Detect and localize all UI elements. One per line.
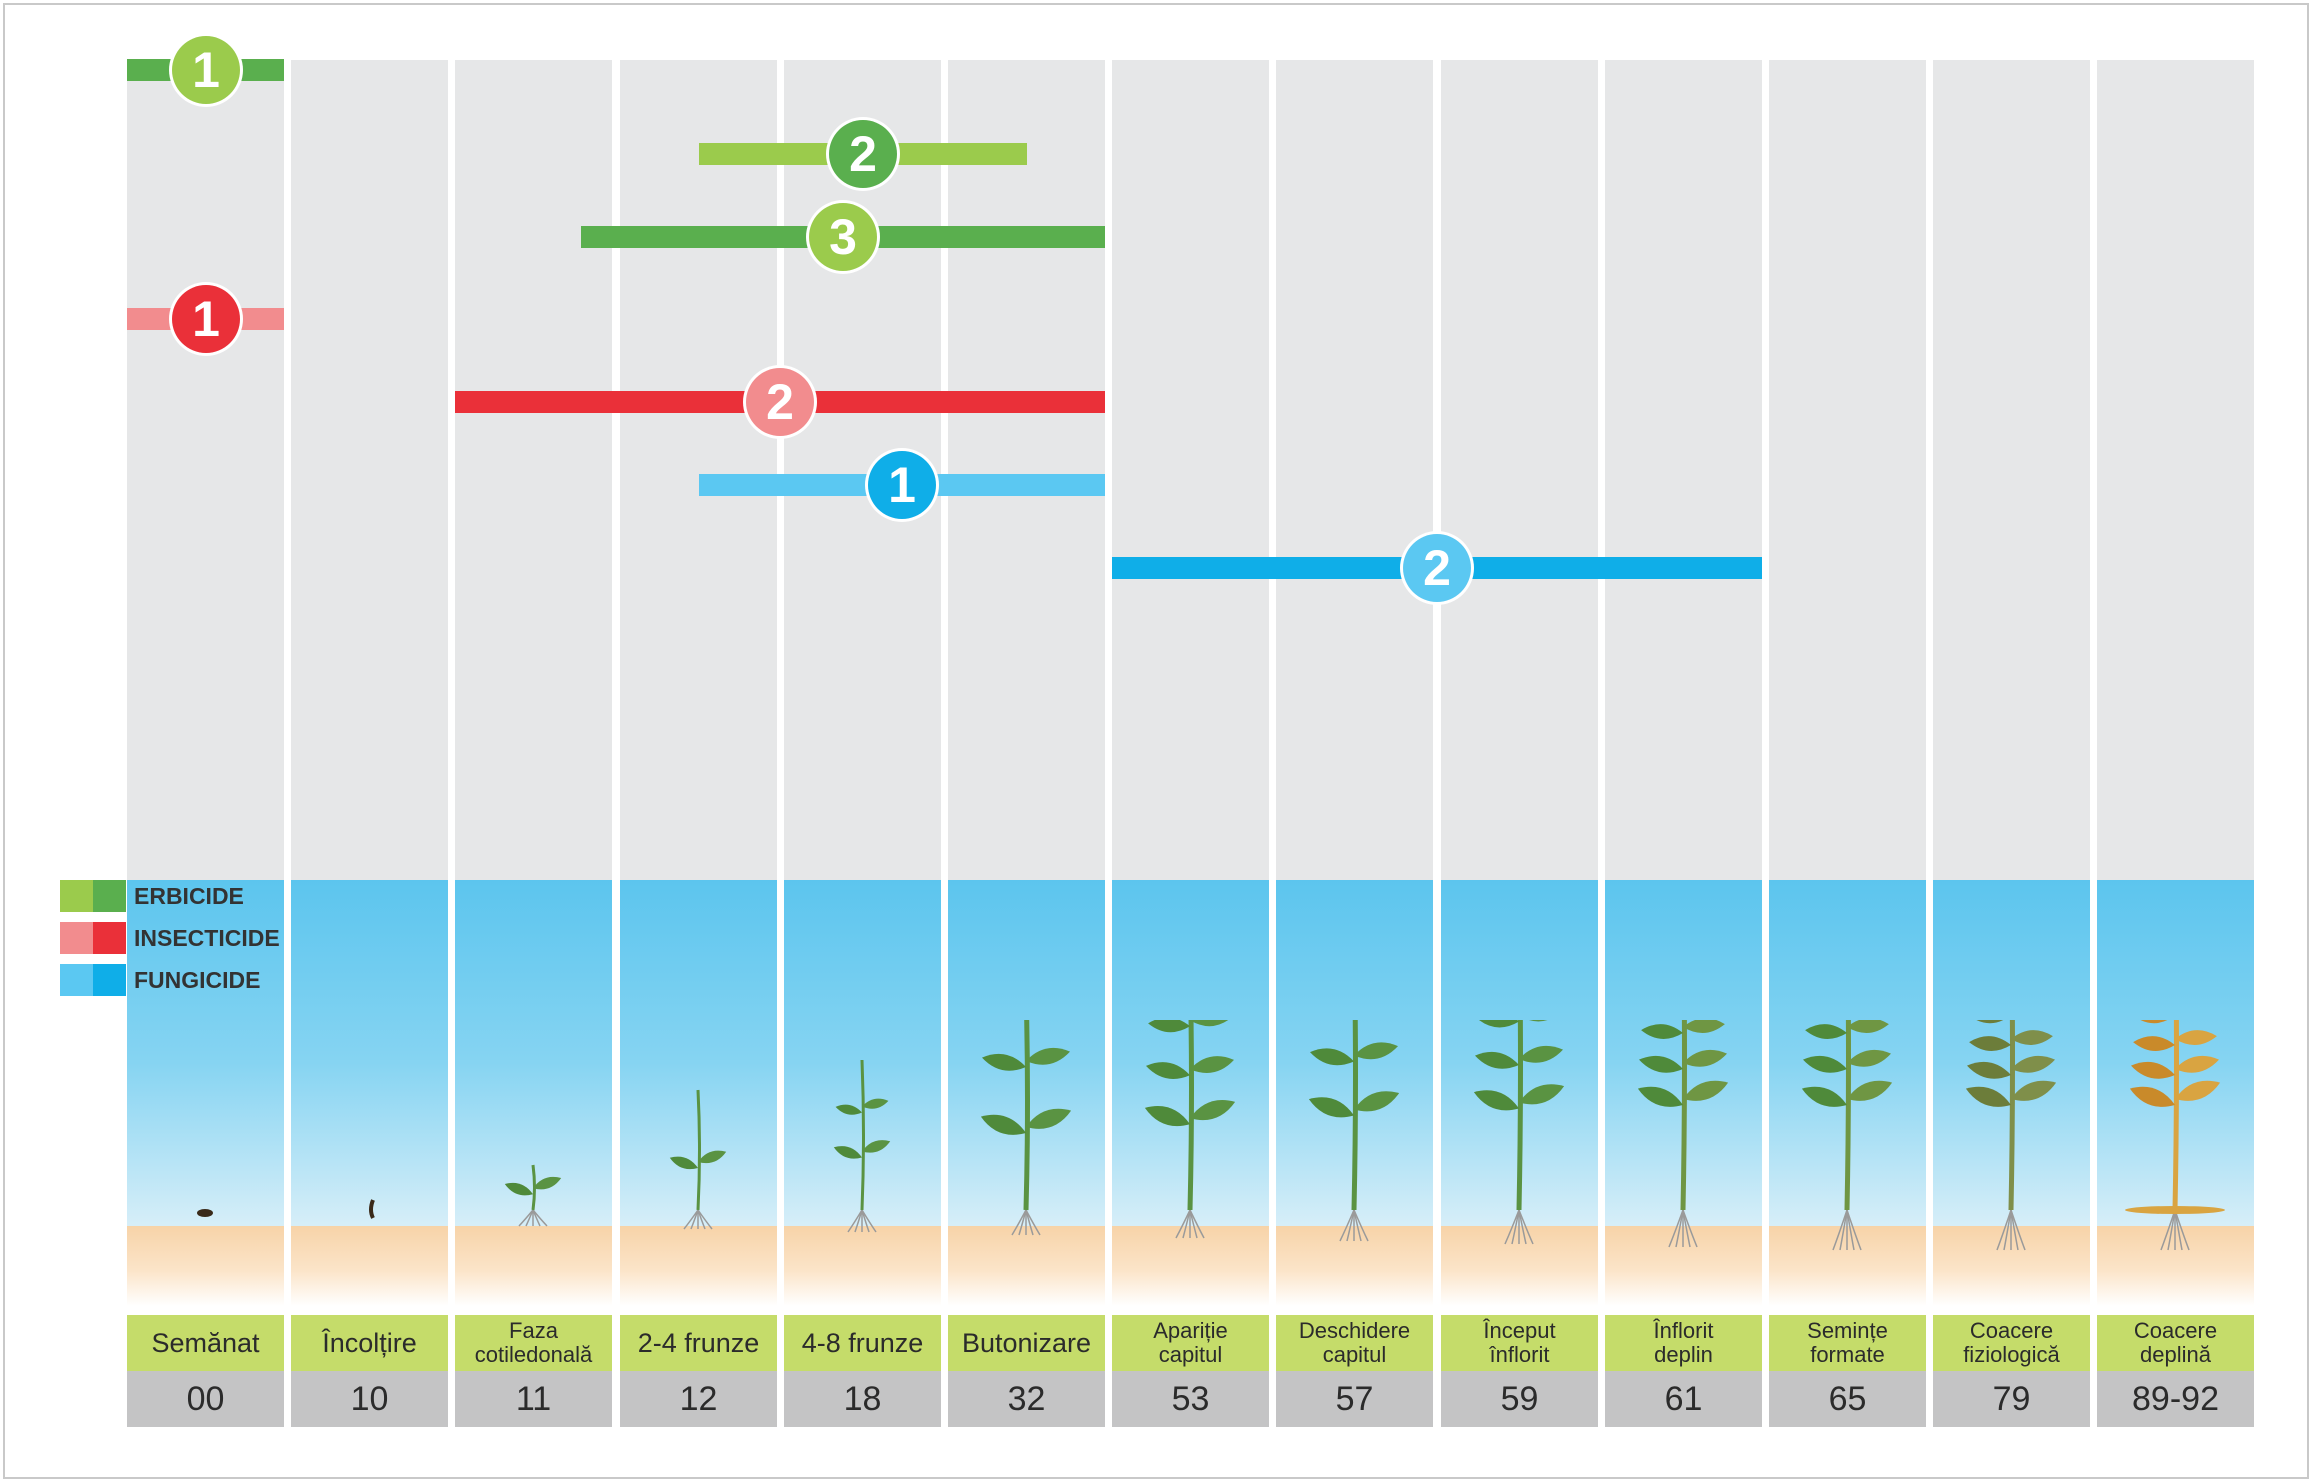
stage-name: Înflorit deplin: [1605, 1315, 1762, 1371]
legend-item: INSECTICIDE: [60, 922, 280, 954]
treatment-number-badge: 3: [809, 203, 877, 271]
bbch-code: 57: [1276, 1371, 1433, 1427]
treatment-area: [127, 60, 284, 880]
bbch-code: 65: [1769, 1371, 1926, 1427]
plant-illustration: [504, 1164, 562, 1227]
soil-band: [620, 1226, 777, 1306]
stage-name: Butonizare: [948, 1315, 1105, 1371]
treatment-area: [455, 60, 612, 880]
bbch-code: 59: [1441, 1371, 1598, 1427]
legend-item: FUNGICIDE: [60, 964, 261, 996]
treatment-area: [1933, 60, 2090, 880]
stage-name: 4-8 frunze: [784, 1315, 941, 1371]
treatment-number-badge: 2: [1403, 534, 1471, 602]
stage-name: Încolțire: [291, 1315, 448, 1371]
plant-illustration: [369, 1199, 375, 1219]
stage-name: 2-4 frunze: [620, 1315, 777, 1371]
stage-name: Apariție capitul: [1112, 1315, 1269, 1371]
legend-label: ERBICIDE: [134, 882, 244, 909]
stage-name: Semințe formate: [1769, 1315, 1926, 1371]
treatment-area: [2097, 60, 2254, 880]
treatment-number-badge: 1: [868, 451, 936, 519]
stage-name: Deschidere capitul: [1276, 1315, 1433, 1371]
diagram-frame: [3, 3, 2309, 1479]
legend-label: FUNGICIDE: [134, 966, 261, 993]
treatment-number-badge: 2: [746, 368, 814, 436]
legend-swatch-light: [60, 964, 93, 996]
bbch-code: 11: [455, 1371, 612, 1427]
plant-illustration: [833, 1059, 891, 1233]
soil-band: [948, 1226, 1105, 1306]
legend-swatch-dark: [93, 880, 126, 912]
treatment-area: [1605, 60, 1762, 880]
legend-swatch-light: [60, 880, 93, 912]
plant-illustration: [1637, 1020, 1729, 1248]
soil-band: [291, 1226, 448, 1306]
soil-band: [784, 1226, 941, 1306]
plant-illustration: [980, 1020, 1072, 1236]
bbch-code: 32: [948, 1371, 1105, 1427]
stage-name: Semănat: [127, 1315, 284, 1371]
bbch-code: 79: [1933, 1371, 2090, 1427]
sky-background: [127, 880, 284, 1286]
stage-name: Coacere fiziologică: [1933, 1315, 2090, 1371]
soil-band: [1112, 1226, 1269, 1306]
treatment-area: [1276, 60, 1433, 880]
bbch-code: 18: [784, 1371, 941, 1427]
treatment-area: [291, 60, 448, 880]
treatment-number-badge: 1: [172, 36, 240, 104]
plant-illustration: [1473, 1020, 1565, 1245]
plant-illustration: [1801, 1020, 1893, 1251]
plant-illustration: [1308, 1020, 1400, 1242]
legend-item: ERBICIDE: [60, 880, 244, 912]
soil-band: [455, 1226, 612, 1306]
bbch-code: 89-92: [2097, 1371, 2254, 1427]
bbch-code: 00: [127, 1371, 284, 1427]
stage-name: Coacere deplină: [2097, 1315, 2254, 1371]
plant-illustration: [1965, 1020, 2057, 1251]
legend-swatch-light: [60, 922, 93, 954]
bbch-code: 53: [1112, 1371, 1269, 1427]
bbch-code: 61: [1605, 1371, 1762, 1427]
legend-swatch-dark: [93, 964, 126, 996]
treatment-number-badge: 1: [172, 285, 240, 353]
stage-name: Faza cotiledonală: [455, 1315, 612, 1371]
plant-illustration: [669, 1089, 727, 1230]
stage-name: Început înflorit: [1441, 1315, 1598, 1371]
bbch-code: 10: [291, 1371, 448, 1427]
treatment-number-badge: 2: [829, 120, 897, 188]
bbch-code: 12: [620, 1371, 777, 1427]
plant-illustration: [1144, 1020, 1236, 1239]
treatment-area: [1769, 60, 1926, 880]
plant-illustration: [2125, 1020, 2225, 1251]
legend-swatch-dark: [93, 922, 126, 954]
treatment-area: [1112, 60, 1269, 880]
treatment-area: [948, 60, 1105, 880]
sky-background: [291, 880, 448, 1286]
legend-label: INSECTICIDE: [134, 924, 280, 951]
plant-illustration: [197, 1209, 213, 1217]
treatment-area: [620, 60, 777, 880]
soil-band: [127, 1226, 284, 1306]
treatment-area: [1441, 60, 1598, 880]
